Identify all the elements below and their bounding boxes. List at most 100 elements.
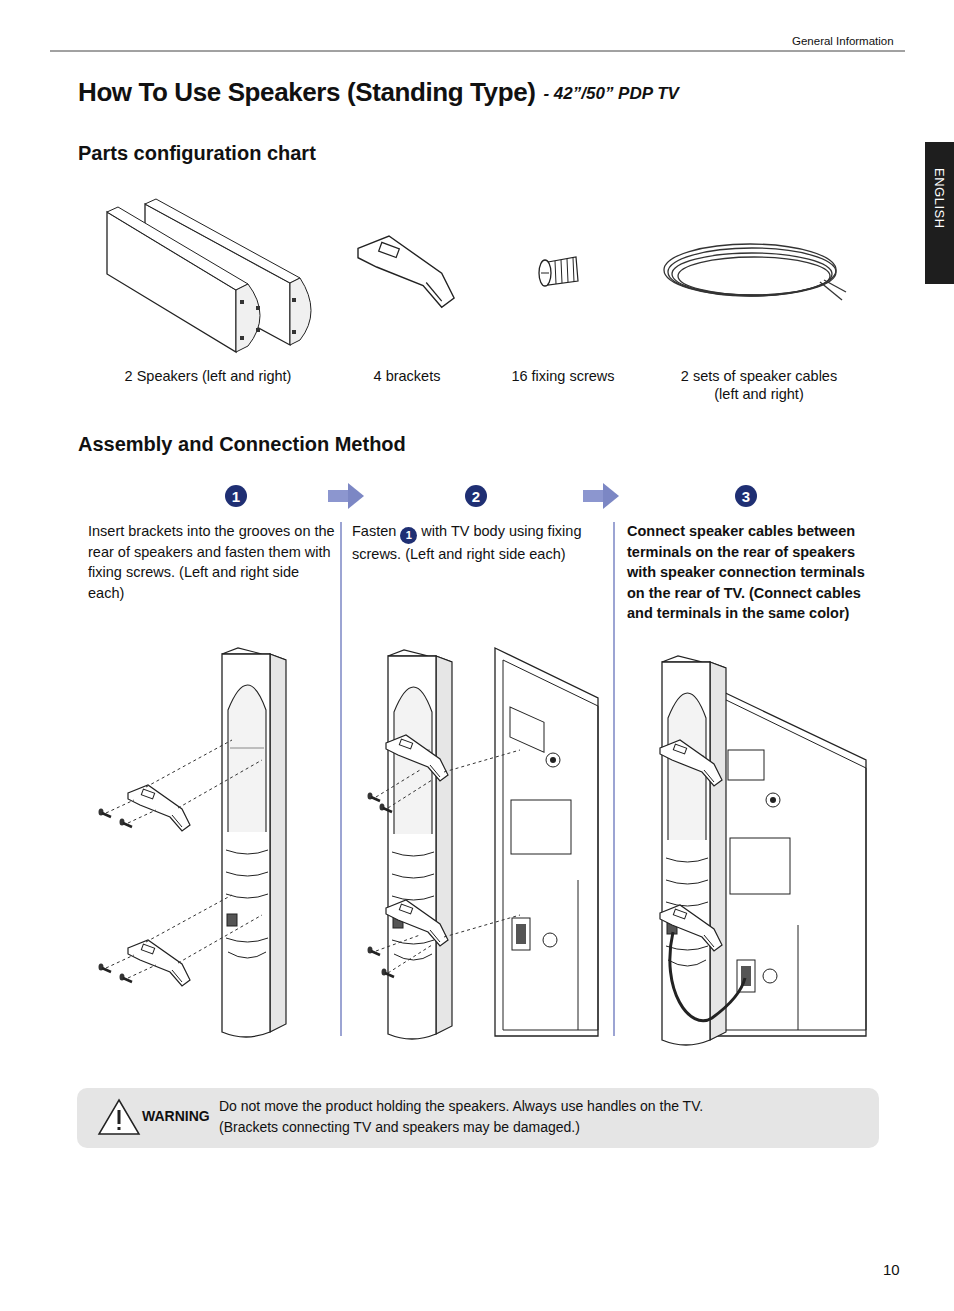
step1-illustration-part-part: [178, 915, 262, 963]
part-name: 4 brackets: [347, 367, 467, 385]
speakers-part-part: [107, 212, 236, 352]
warning-icon: [97, 1097, 141, 1137]
cable-part-part: [824, 280, 846, 292]
speakers-part-part: [292, 330, 296, 334]
step1-illustration-part-part: [128, 965, 156, 978]
step3-illustration-part: [770, 797, 776, 803]
section-heading: Parts configuration chart: [78, 141, 316, 166]
step1-illustration-part: [120, 819, 133, 828]
subtitle: - 42”/50” PDP TV: [543, 84, 678, 104]
step-text: Connect speaker cables between terminals…: [627, 521, 885, 624]
speakers-part-part: [290, 278, 311, 345]
speakers-part-part: [236, 284, 260, 352]
arrow-head: [603, 483, 619, 509]
step2-illustration-part: [510, 707, 544, 752]
part-name: 2 Speakers (left and right): [98, 367, 318, 385]
screw-part-part: [548, 257, 578, 285]
section-heading: Assembly and Connection Method: [78, 432, 406, 457]
step-number-text: 3: [742, 489, 750, 504]
step-number: 1: [225, 485, 247, 507]
screw-part-part: [539, 260, 551, 286]
step2-illustration-part-part: [388, 780, 432, 808]
arrow-head: [348, 483, 364, 509]
step2-illustration-part: [578, 880, 579, 1030]
bracket-part-part: [358, 236, 454, 307]
speakers-part-part: [240, 300, 244, 304]
step-text: Insert brackets into the grooves on the …: [88, 521, 338, 603]
step1-illustration-part: [128, 940, 190, 986]
step-number-text: 2: [472, 489, 480, 504]
step2-illustration-part: [512, 918, 530, 950]
warning-icon-part: [99, 1100, 139, 1134]
step2-illustration-part: [516, 924, 526, 944]
warning-text: Do not move the product holding the spea…: [219, 1096, 724, 1138]
tab-text: ENGLISH: [932, 168, 947, 284]
step2-illustration-part: [511, 800, 571, 854]
step3-illustration-part: [670, 932, 745, 1021]
step1-illustration-part: [106, 740, 262, 978]
step1-illustration-part-part: [146, 740, 232, 787]
bracket-part: [358, 236, 454, 307]
part-name: 2 sets of speaker cables (left and right…: [670, 367, 848, 403]
step2-illustration: [368, 648, 599, 1039]
screw-part-part: [541, 273, 549, 274]
divider-line: [613, 522, 615, 1036]
step3-illustration-part: [662, 656, 726, 1045]
step3-illustration-part: [730, 838, 790, 894]
warning-icon-part: [118, 1110, 121, 1124]
flow-arrow: [487, 483, 735, 509]
speakers-part-part: [256, 328, 260, 332]
warning-icon-part: [118, 1127, 121, 1130]
step-number: 2: [465, 485, 487, 507]
step2-illustration-part: [368, 947, 381, 956]
screw-part-part: [573, 258, 574, 282]
step2-illustration-part: [503, 660, 598, 1030]
step1-illustration-part: [222, 648, 286, 1037]
warning-label: WARNING: [142, 1108, 210, 1124]
step2-illustration-part: [495, 648, 598, 1036]
step1-illustration-part-part: [106, 800, 134, 813]
cable-part-part: [664, 244, 836, 296]
page-number: 10: [883, 1261, 900, 1280]
step2-illustration-part: [380, 804, 393, 813]
header-text: General Information: [792, 34, 894, 48]
bracket-part-part: [426, 283, 442, 302]
page-title: How To Use Speakers (Standing Type): [78, 76, 535, 108]
step2-illustration-part: [543, 933, 557, 947]
step-number: 3: [735, 485, 757, 507]
step3-illustration-part: [715, 688, 866, 1036]
step2-illustration-part: [386, 735, 448, 781]
divider-line: [340, 522, 342, 1036]
step1-illustration-part: [99, 964, 112, 973]
step3-illustration-part: [737, 960, 755, 992]
step3-illustration-part: [798, 925, 799, 1030]
step1-illustration-part-part: [106, 955, 134, 968]
screw-part-part: [567, 259, 568, 282]
step2-illustration-part: [388, 650, 452, 1039]
step2-illustration-part-part: [388, 945, 432, 973]
header-rule: [50, 51, 905, 52]
step2-illustration-part: [386, 900, 448, 946]
step1-illustration-part: [99, 809, 112, 818]
screw-part-part: [555, 261, 556, 284]
step2-illustration-part: [546, 753, 560, 767]
step2-illustration-part: [382, 969, 395, 978]
step1-illustration-part: [120, 974, 133, 983]
step1-illustration-part-part: [128, 810, 156, 823]
speakers-part-part: [240, 336, 244, 340]
step1-illustration-part: [128, 785, 190, 831]
screw-part-part: [561, 260, 562, 283]
step2-illustration-part-part: [376, 935, 420, 951]
step2-illustration-part: [376, 750, 520, 973]
step3-illustration-part: [766, 793, 780, 807]
cable-part: [664, 244, 846, 300]
step2-illustration-part-part: [376, 770, 420, 797]
step2-illustration-part: [550, 757, 556, 763]
language-tab: ENGLISH: [925, 142, 954, 284]
speakers-part-part: [292, 298, 296, 302]
screw-part: [539, 257, 578, 286]
step2-illustration-part-part: [444, 915, 520, 937]
step3-illustration-part: [660, 905, 722, 951]
step1-illustration-part-part: [146, 895, 232, 942]
step1-illustration-part-part: [178, 760, 262, 808]
